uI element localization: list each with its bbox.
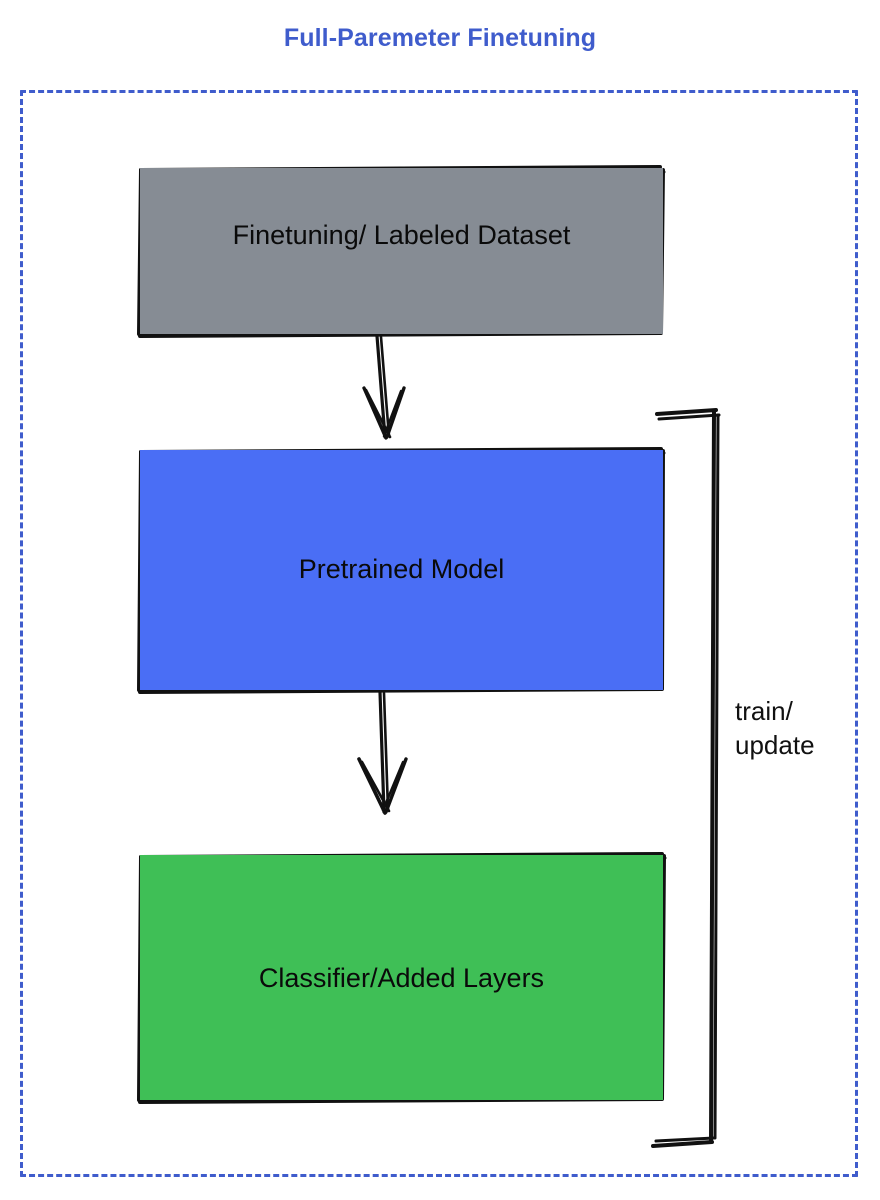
node-dataset-fill [140, 168, 663, 334]
node-dataset-label: Finetuning/ Labeled Dataset [232, 220, 571, 250]
node-classifier-fill [140, 855, 663, 1100]
edge-label-train-update-line2: update [735, 730, 815, 761]
diagram-boundary-frame [20, 90, 858, 1177]
node-pretrained-label: Pretrained Model [298, 554, 505, 584]
node-classifier-label: Classifier/Added Layers [258, 963, 545, 993]
edge-label-train-update-line1: train/ [735, 696, 793, 726]
node-pretrained-model[interactable]: Pretrained Model [140, 450, 663, 690]
node-classifier-added-layers[interactable]: Classifier/Added Layers [140, 855, 663, 1100]
page-title: Full-Paremeter Finetuning [283, 24, 597, 52]
node-pretrained-fill [140, 450, 663, 690]
edge-label-train-update: train/ update [735, 694, 865, 763]
node-finetuning-labeled-dataset[interactable]: Finetuning/ Labeled Dataset [140, 168, 663, 334]
